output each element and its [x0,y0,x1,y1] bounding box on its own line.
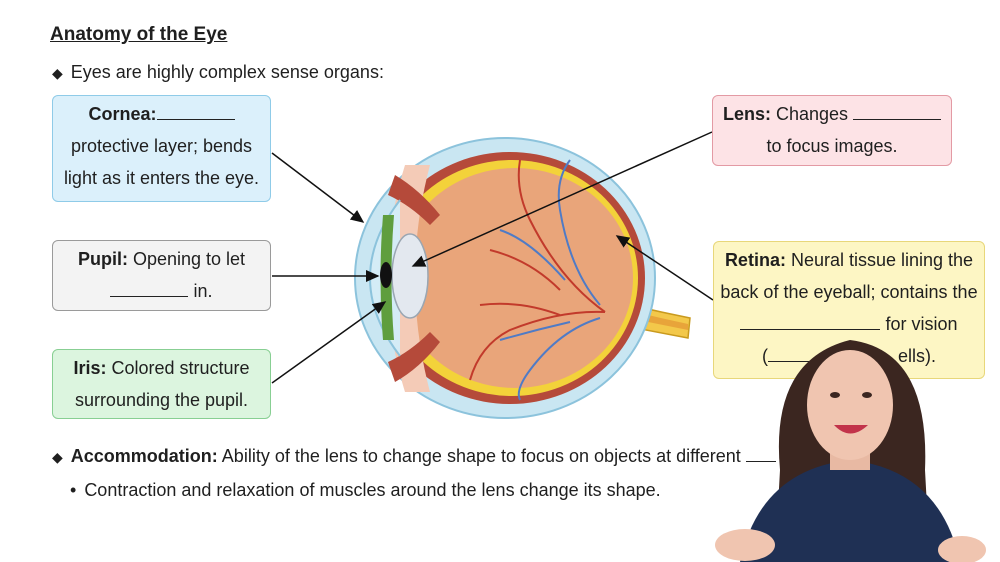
pupil-line-1: Pupil: Opening to let [53,243,270,275]
retina-label: Retina: [724,250,786,270]
accommodation-label: Accommodation: [70,446,218,466]
retina-callout: Retina: Neural tissue lining the back of… [713,241,985,379]
page-title: Anatomy of the Eye [50,24,228,45]
presenter-video-overlay [715,340,986,562]
iris-line-1: Iris: Colored structure [53,352,270,384]
pupil-text-1: Opening to let [127,249,246,269]
cornea-callout: Cornea: protective layer; bends light as… [52,95,271,202]
cornea-blank [156,101,235,120]
retina-text-3: for vision [885,314,958,334]
cornea-leader [271,152,365,223]
presenter-left-hand [715,529,775,561]
retina-text-4: ells). [897,346,936,366]
dot-bullet-icon: • [70,480,77,500]
lens-label: Lens: [722,104,771,124]
retina-line-1: Retina: Neural tissue lining the [714,244,984,276]
presenter-face [807,350,893,460]
pupil-blank [110,278,189,297]
iris-leader [271,301,387,384]
accommodation-bullet: ◆ Accommodation: Ability of the lens to c… [52,443,776,467]
pupil-line-2: in. [53,275,270,307]
lens-line-2: to focus images. [766,136,898,156]
ciliary-body-top [388,175,440,225]
intro-bullet: ◆ Eyes are highly complex sense organs: [52,62,384,83]
lens-blank [853,101,942,120]
accommodation-text: Ability of the lens to change shape to f… [217,446,741,466]
cornea-line-2: protective layer; bends [70,136,253,156]
blood-vessels [469,159,606,401]
ciliary-body-bottom [388,332,440,382]
iris-callout: Iris: Colored structure surrounding the … [52,349,271,419]
lens-shape [391,233,429,319]
iris-text-1: Colored structure [106,358,250,378]
iris-label: Iris: [73,358,107,378]
pupil-label: Pupil: [77,249,128,269]
pupil-callout: Pupil: Opening to let in. [52,240,271,311]
lens-text-1: Changes [770,104,854,124]
iris-line-2: surrounding the pupil. [74,390,249,410]
vitreous-body [397,168,633,388]
presenter-right-hand [938,536,986,562]
pupil-shape [380,262,392,288]
presenter-top [740,460,960,562]
cornea-line-3: light as it enters the eye. [63,168,260,188]
diamond-bullet-icon: ◆ [52,65,63,81]
diamond-bullet-icon: ◆ [52,449,63,465]
pupil-text-2: in. [188,281,213,301]
lens-leader [411,131,713,267]
retina-line-2: back of the eyeball; contains the [720,282,978,302]
sub-bullet: • Contraction and relaxation of muscles a… [70,480,661,501]
cornea-label: Cornea: [88,104,157,124]
retina-text-1: Neural tissue lining the [785,250,974,270]
retina-blank-1 [740,311,881,330]
intro-bullet-text: Eyes are highly complex sense organs: [70,62,384,82]
lens-callout: Lens: Changes to focus images. [712,95,952,166]
cornea-line-1: Cornea: [53,98,270,130]
sub-bullet-text: Contraction and relaxation of muscles ar… [84,480,661,500]
accommodation-blank [745,443,776,462]
retina-leader [615,235,714,301]
retina-line-3: for vision [714,308,984,340]
lens-line-1: Lens: Changes [713,98,951,130]
